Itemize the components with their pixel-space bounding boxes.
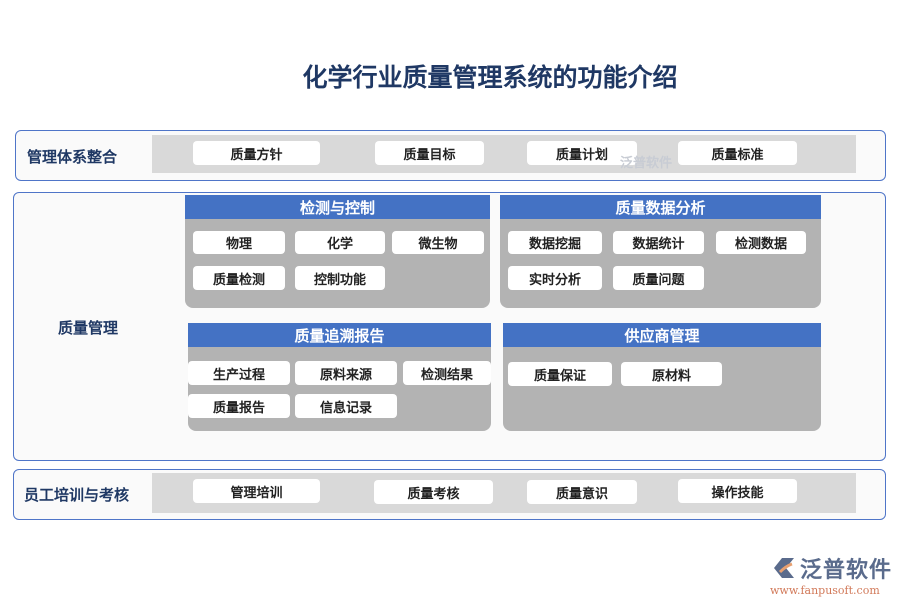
item-box: 质量考核: [374, 480, 493, 504]
item-box: 物理: [193, 231, 285, 254]
item-box: 生产过程: [188, 361, 290, 385]
row-label: 质量管理: [58, 319, 119, 337]
item-box: 数据统计: [613, 231, 704, 254]
item-box: 原材料: [621, 362, 722, 386]
item-box: 实时分析: [508, 266, 602, 290]
page-title: 化学行业质量管理系统的功能介绍: [302, 63, 678, 92]
item-box: 数据挖掘: [508, 231, 602, 254]
item-box: 原料来源: [295, 361, 397, 385]
item-box: 质量意识: [527, 480, 637, 504]
watermark: 泛普软件: [620, 156, 673, 171]
panel-data-analysis: 质量数据分析 数据挖掘 数据统计 检测数据 实时分析 质量问题: [500, 195, 821, 308]
item-box: 质量方针: [193, 141, 320, 165]
item-box: 微生物: [392, 231, 484, 254]
item-box: 信息记录: [295, 394, 397, 418]
item-box: 质量目标: [375, 141, 484, 165]
row-label: 管理体系整合: [27, 148, 118, 166]
item-box: 化学: [295, 231, 385, 254]
item-box: 质量问题: [613, 266, 704, 290]
item-box: 质量标准: [678, 141, 797, 165]
panel-supplier: 供应商管理 质量保证 原材料: [503, 323, 821, 431]
item-box: 质量检测: [193, 266, 285, 290]
logo-name: 泛普软件: [800, 558, 893, 583]
item-box: 控制功能: [295, 266, 385, 290]
panel-inspection-control: 检测与控制 物理 化学 微生物 质量检测 控制功能: [185, 195, 490, 308]
item-box: 操作技能: [678, 479, 797, 503]
item-box: 检测数据: [716, 231, 806, 254]
panel-traceability: 质量追溯报告 生产过程 原料来源 检测结果 质量报告 信息记录: [188, 323, 491, 431]
brand-logo: 泛普软件 www.fanpusoft.com: [770, 552, 892, 597]
panel-title: 检测与控制: [185, 195, 490, 219]
panel-title: 质量数据分析: [500, 195, 821, 219]
logo-icon: [774, 558, 794, 578]
item-box: 检测结果: [403, 361, 491, 385]
item-box: 质量保证: [508, 362, 612, 386]
row-label: 员工培训与考核: [24, 486, 130, 504]
item-box: 管理培训: [193, 479, 320, 503]
panel-title: 质量追溯报告: [188, 323, 491, 347]
item-box: 质量报告: [188, 394, 290, 418]
item-box: 质量计划: [527, 141, 637, 165]
panel-title: 供应商管理: [503, 323, 821, 347]
logo-url: www.fanpusoft.com: [770, 584, 880, 597]
